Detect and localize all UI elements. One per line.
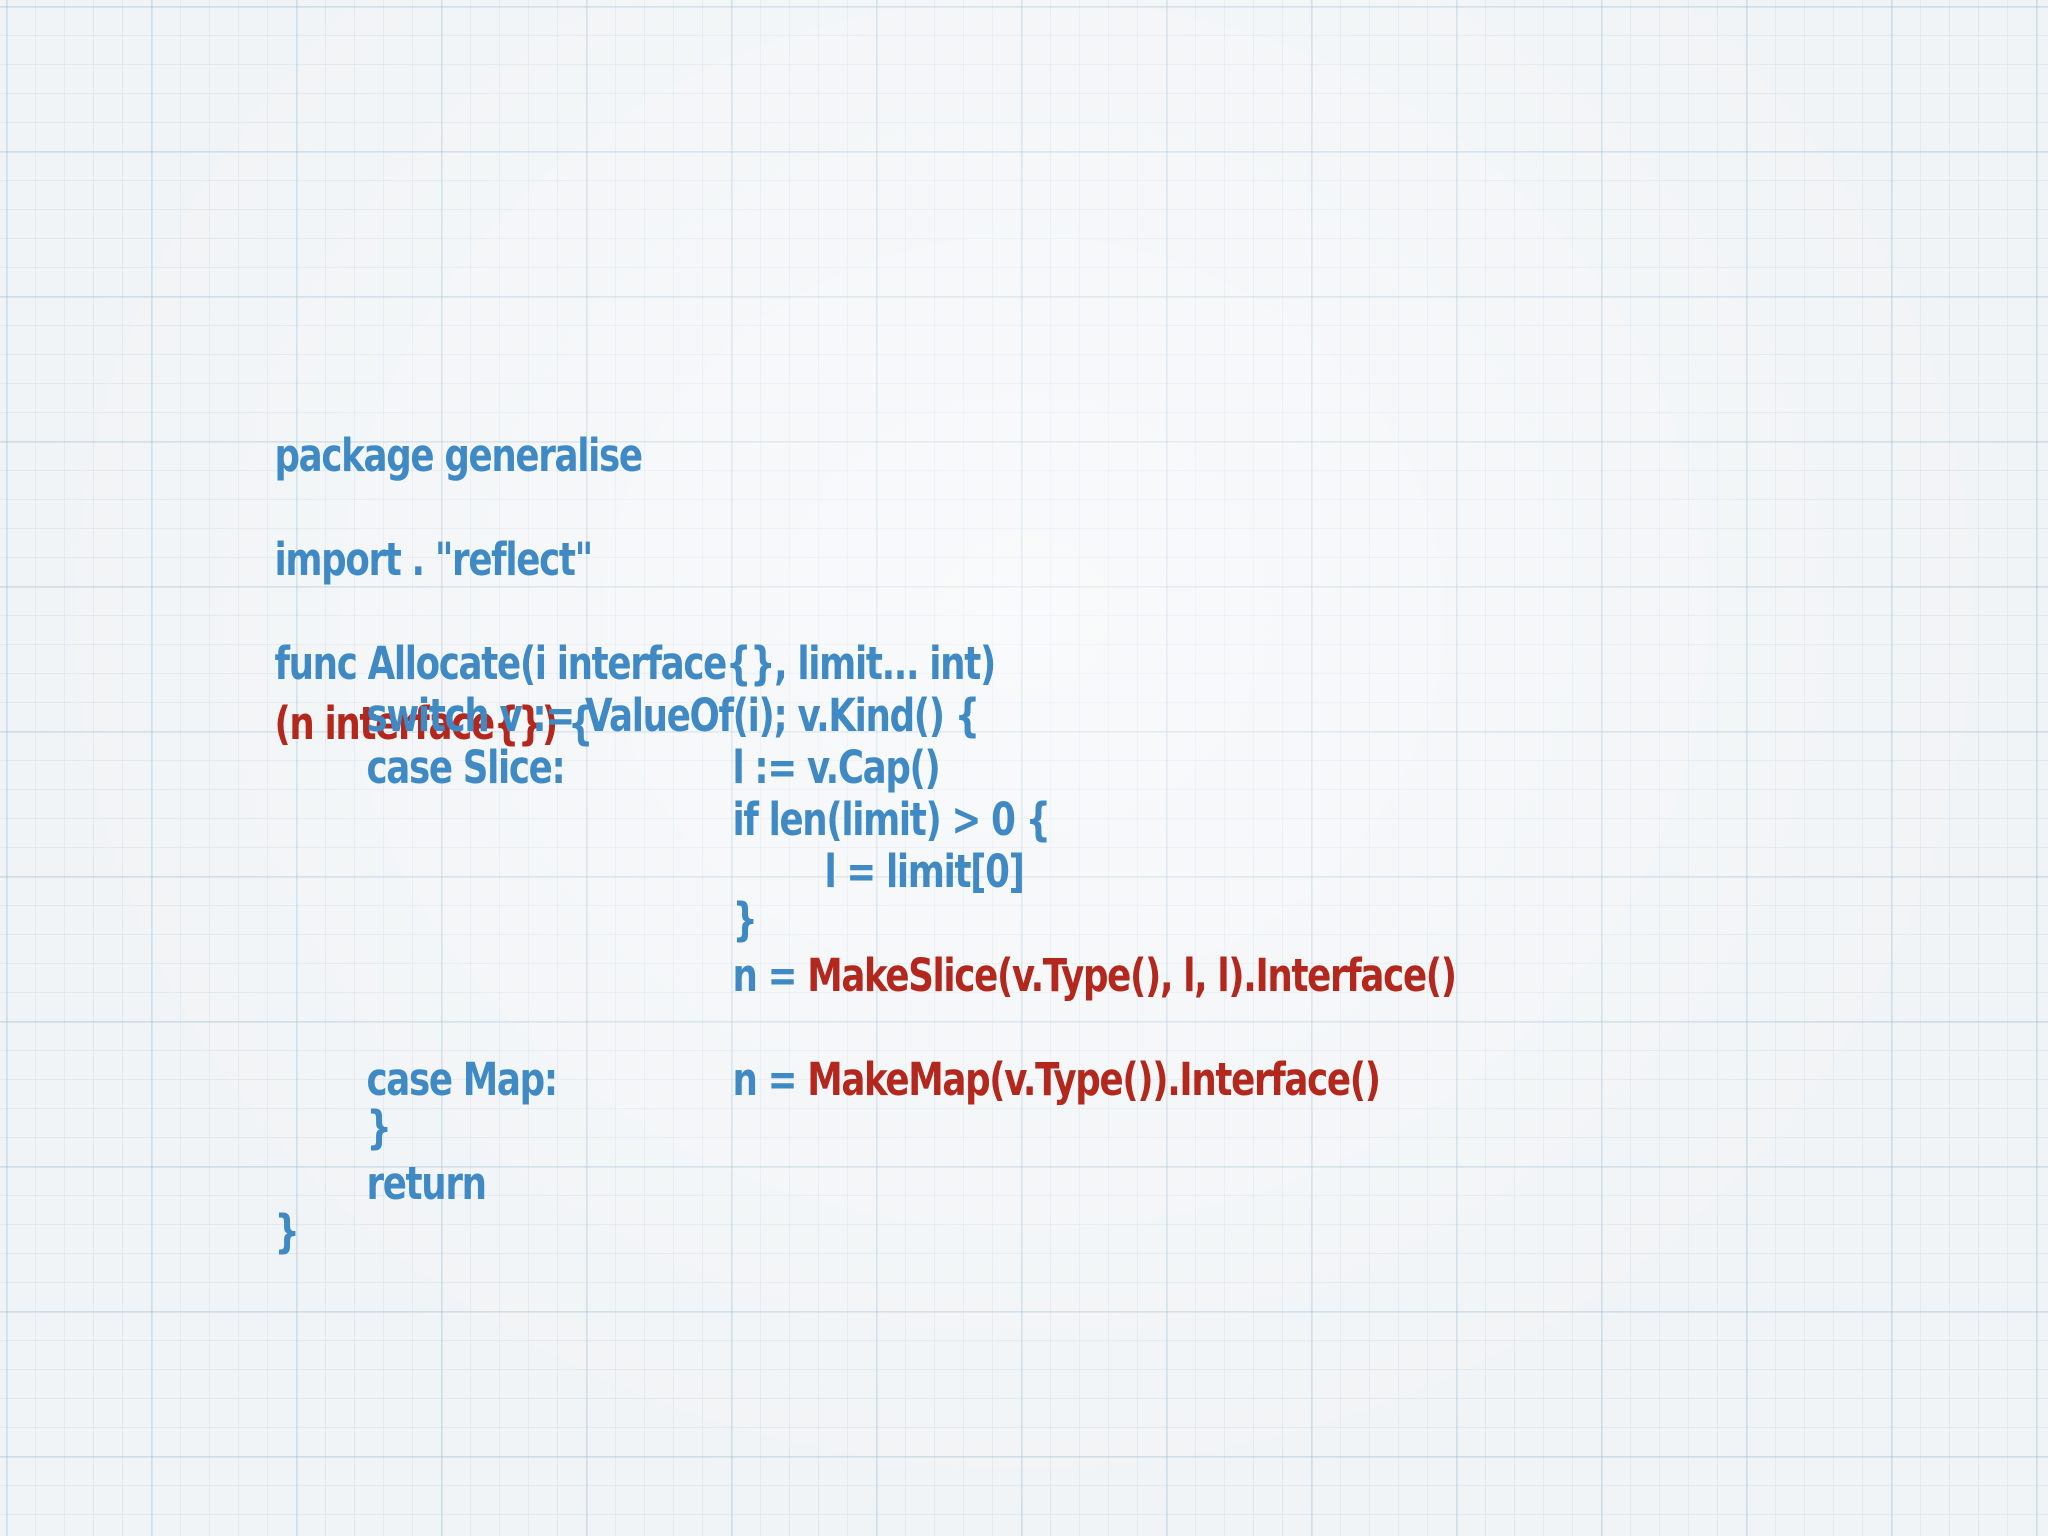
code-line-return: return (300, 1094, 487, 1210)
code-line-if: if len(limit) > 0 { (666, 730, 1051, 846)
n-assign-prefix-map: n = (732, 1053, 808, 1106)
limit-assignment: l = limit[0] (824, 845, 1024, 898)
code-line-if-close: } (666, 830, 757, 946)
package-declaration: package generalise (274, 429, 643, 482)
make-slice-highlight: MakeSlice(v.Type(), l, l).Interface() (807, 949, 1457, 1002)
code-line-case-map: case Map: (300, 990, 558, 1106)
code-line-switch: switch v := ValueOf(i); v.Kind() { (300, 626, 980, 742)
code-line-slice-assign: l := v.Cap() (666, 678, 940, 794)
make-map-highlight: MakeMap(v.Type()).Interface() (807, 1053, 1381, 1106)
code-line-case-slice: case Slice: (300, 678, 565, 794)
n-assign-prefix: n = (732, 949, 808, 1002)
code-line-package: package generalise (208, 366, 643, 482)
code-line-import: import . "reflect" (208, 470, 593, 586)
code-block: package generalise import . "reflect" fu… (208, 336, 1908, 1258)
func-open-brace: { (556, 697, 593, 750)
code-line-make-map: n = MakeMap(v.Type()).Interface() (666, 990, 1381, 1106)
return-statement: return (366, 1157, 487, 1210)
switch-close-brace: } (366, 1101, 391, 1154)
case-slice-label: case Slice: (366, 741, 565, 794)
if-statement: if len(limit) > 0 { (732, 793, 1051, 846)
code-line-make-slice: n = MakeSlice(v.Type(), l, l).Interface(… (666, 886, 1457, 1002)
code-line-func-close: } (208, 1142, 299, 1258)
import-statement: import . "reflect" (274, 533, 593, 586)
code-line-func-signature: func Allocate(i interface{}, limit... in… (208, 574, 996, 750)
case-map-label: case Map: (366, 1053, 558, 1106)
if-close-brace: } (732, 893, 757, 946)
code-line-switch-close: } (300, 1038, 391, 1154)
func-signature: func Allocate(i interface{}, limit... in… (274, 637, 996, 690)
func-result-highlight: (n interface{}) (274, 697, 558, 750)
cap-assignment: l := v.Cap() (732, 741, 940, 794)
switch-statement: switch v := ValueOf(i); v.Kind() { (366, 689, 980, 742)
func-close-brace: } (274, 1205, 299, 1258)
code-line-limit-assign: l = limit[0] (758, 782, 1024, 898)
